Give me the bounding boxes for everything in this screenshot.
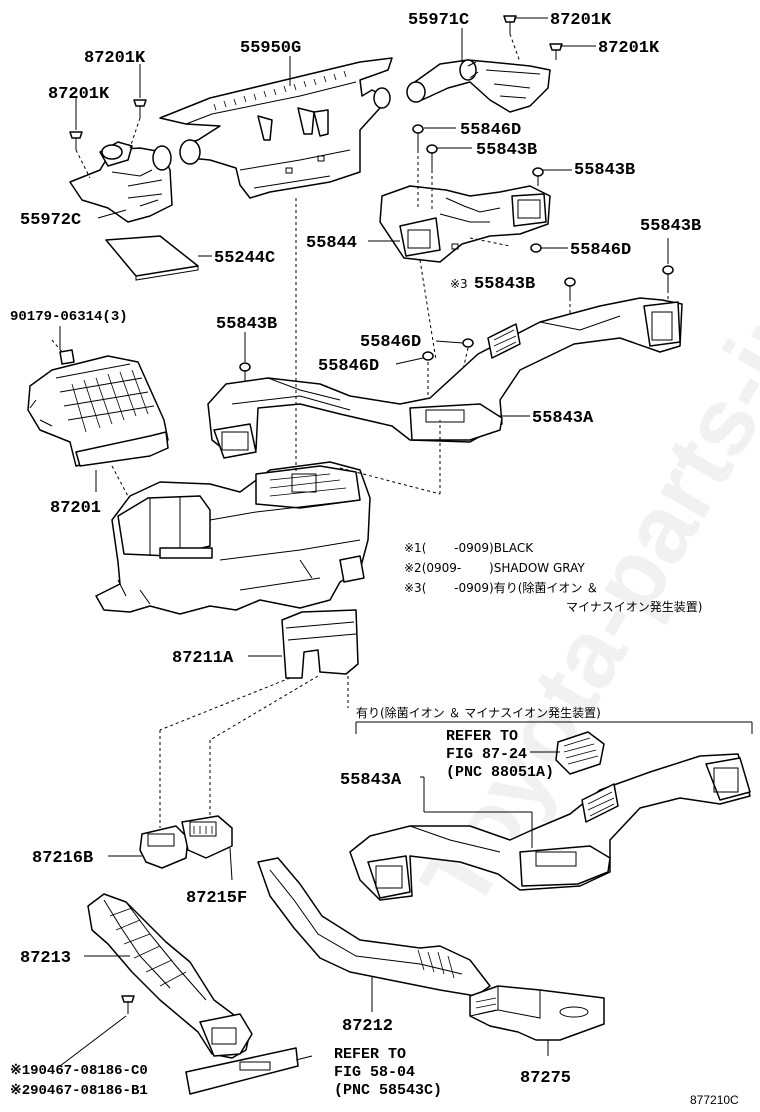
joint-87215F[interactable]	[181, 815, 233, 859]
label-55844: 55844	[306, 234, 357, 253]
label-87215F: 87215F	[186, 889, 247, 908]
ref1-line2: FIG 87-24	[446, 746, 527, 763]
clip-87201K-c[interactable]	[503, 15, 517, 34]
label-55846D-a: 55846D	[460, 121, 521, 140]
clip-55846D-c[interactable]	[462, 338, 474, 348]
label-87201K-a: 87201K	[48, 85, 110, 104]
option-note: 有り(除菌イオン ＆ マイナスイオン発生装置)	[356, 705, 601, 720]
label-55843B-e: 55843B	[216, 315, 277, 334]
label-55846D-b: 55846D	[570, 241, 631, 260]
label-90179-06314: 90179-06314(3)	[10, 309, 128, 325]
hvac-unit[interactable]	[95, 461, 371, 615]
ref2-line1: REFER TO	[334, 1046, 406, 1063]
clip-87201K-b[interactable]	[133, 99, 147, 118]
screw-55843B-a[interactable]	[426, 144, 438, 170]
clip-90467[interactable]	[121, 995, 135, 1014]
label-55843B-a: 55843B	[476, 141, 537, 160]
ion-generator-88051A[interactable]	[555, 731, 605, 775]
screw-55843B-c[interactable]	[662, 265, 674, 290]
duct-87212[interactable]	[257, 857, 491, 997]
label-90467-C0: ※190467-08186-C0	[10, 1063, 148, 1079]
duct-87211A[interactable]	[281, 609, 359, 679]
label-55843B-b: 55843B	[574, 161, 635, 180]
label-55971C: 55971C	[408, 11, 469, 30]
duct-87213[interactable]	[87, 893, 253, 1059]
duct-55971C[interactable]	[406, 59, 551, 113]
note-2: ※2(0909- )SHADOW GRAY	[404, 561, 585, 575]
label-90467-B1: ※290467-08186-B1	[10, 1083, 148, 1099]
label-87201: 87201	[50, 499, 101, 518]
color-notes: ※1( -0909)BLACK ※2(0909- )SHADOW GRAY ※3…	[356, 541, 702, 720]
intake-87201[interactable]	[27, 355, 169, 467]
label-87201K-b: 87201K	[84, 49, 146, 68]
label-87212: 87212	[342, 1017, 393, 1036]
clip-87201K-a[interactable]	[69, 131, 83, 150]
clip-55846D-d[interactable]	[422, 351, 434, 361]
label-87216B: 87216B	[32, 849, 93, 868]
clip-55846D-a[interactable]	[412, 124, 424, 150]
screw-55843B-d[interactable]	[564, 277, 576, 298]
label-87275: 87275	[520, 1069, 571, 1088]
label-87201K-d: 87201K	[598, 39, 660, 58]
label-55843B-d: 55843B	[474, 275, 535, 294]
note-1: ※1( -0909)BLACK	[404, 541, 534, 555]
label-55950G: 55950G	[240, 39, 301, 58]
label-87211A: 87211A	[172, 649, 234, 668]
screw-55843B-b[interactable]	[532, 167, 544, 186]
duct-55843A-lower[interactable]	[349, 753, 751, 901]
label-mark3: ※3	[450, 277, 468, 291]
ref1-line3: (PNC 88051A)	[446, 764, 554, 781]
leader-lines	[59, 17, 669, 1067]
duct-55843A-upper[interactable]	[207, 297, 683, 459]
cover-58543C[interactable]	[185, 1047, 299, 1095]
clip-55846D-b[interactable]	[530, 243, 542, 253]
joint-87216B[interactable]	[139, 825, 189, 869]
label-55843A-upper: 55843A	[532, 409, 594, 428]
label-87213: 87213	[20, 949, 71, 968]
screw-55843B-e[interactable]	[239, 362, 251, 384]
duct-87275[interactable]	[469, 985, 605, 1041]
note-3a: ※3( -0909)有り(除菌イオン ＆	[404, 580, 598, 595]
duct-55972C[interactable]	[69, 141, 173, 223]
clip-87201K-d[interactable]	[549, 43, 563, 60]
nozzle-55950G[interactable]	[159, 57, 393, 199]
label-87201K-c: 87201K	[550, 11, 612, 30]
label-55846D-c: 55846D	[360, 333, 421, 352]
filter-55244C[interactable]	[105, 235, 199, 281]
ref1-line1: REFER TO	[446, 728, 518, 745]
refer-to-58543C: REFER TO FIG 58-04 (PNC 58543C)	[334, 1046, 442, 1099]
label-55972C: 55972C	[20, 211, 81, 230]
label-55846D-d: 55846D	[318, 357, 379, 376]
diagram-code: 877210C	[690, 1093, 739, 1107]
duct-55844[interactable]	[379, 185, 551, 263]
label-55843B-c: 55843B	[640, 217, 701, 236]
part-labels: 55971C 87201K 87201K 55950G 87201K 87201…	[10, 11, 739, 1107]
label-55244C: 55244C	[214, 249, 275, 268]
ref2-line3: (PNC 58543C)	[334, 1082, 442, 1099]
refer-to-88051A: REFER TO FIG 87-24 (PNC 88051A)	[446, 728, 554, 781]
ref2-line2: FIG 58-04	[334, 1064, 415, 1081]
bolt-90179[interactable]	[59, 349, 75, 365]
note-3b: マイナスイオン発生装置)	[566, 600, 702, 614]
label-55843A-lower: 55843A	[340, 771, 402, 790]
